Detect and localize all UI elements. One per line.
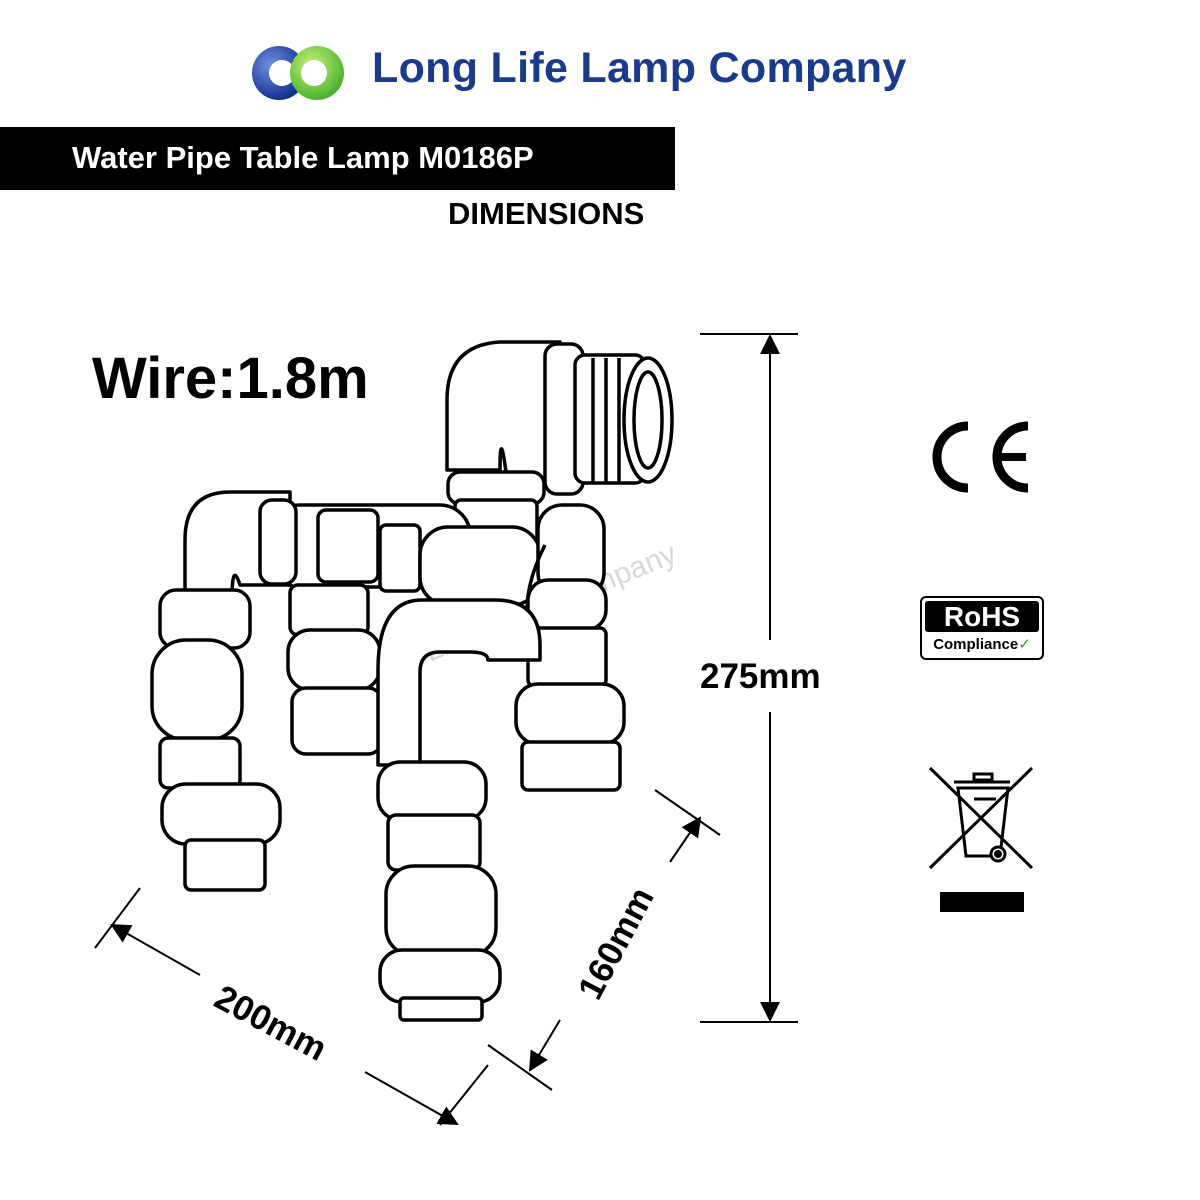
rohs-title: RoHS (925, 601, 1039, 632)
rohs-badge: RoHS Compliance✓ (920, 596, 1044, 660)
section-label: DIMENSIONS (448, 196, 645, 231)
depth-label: 160mm (571, 881, 662, 1006)
brand-name: Long Life Lamp Company (372, 44, 907, 92)
check-icon: ✓ (1018, 636, 1031, 653)
crossed-out-wheelie-bin-icon (928, 766, 1034, 912)
wire-length-label: Wire:1.8m (92, 346, 369, 411)
ce-mark-icon (932, 421, 1029, 493)
rohs-subtitle-row: Compliance✓ (922, 635, 1042, 653)
height-label: 275mm (700, 657, 821, 696)
width-label: 200mm (208, 978, 333, 1069)
back-right-leg (286, 583, 384, 756)
rohs-subtitle: Compliance (933, 636, 1019, 653)
double-ring-logo-icon (252, 46, 344, 100)
head-elbow (445, 340, 562, 490)
lamp-outline (150, 340, 674, 1022)
back-left-leg (150, 588, 282, 892)
product-title: Water Pipe Table Lamp M0186P (72, 140, 534, 175)
product-title-bar: Water Pipe Table Lamp M0186P (0, 127, 675, 190)
front-left-leg (376, 598, 542, 1022)
height-dimension (700, 333, 798, 1023)
depth-dimension (487, 789, 721, 1091)
front-right-leg (514, 578, 626, 792)
width-dimension (94, 887, 489, 1126)
cross-joint (418, 525, 542, 607)
